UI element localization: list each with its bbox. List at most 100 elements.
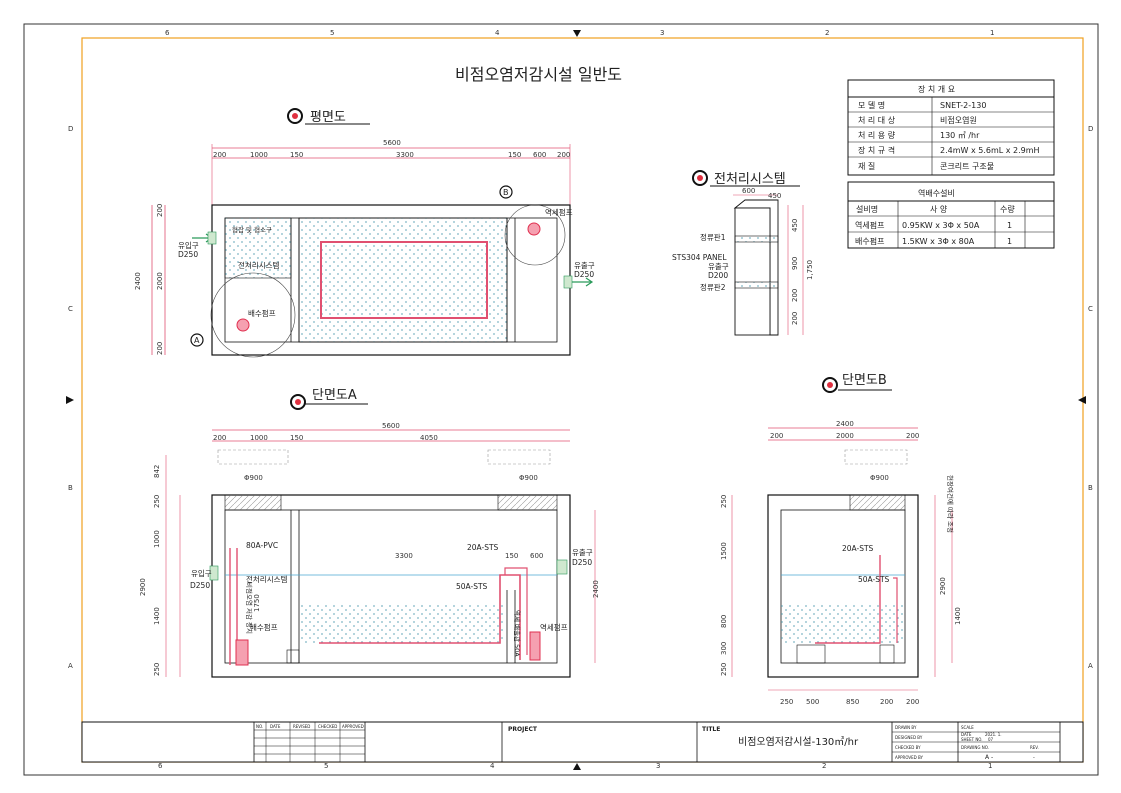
grid-right-2: C [1088,305,1093,313]
label: 20A-STS [467,543,499,552]
center-arrow-left-icon [66,396,74,404]
plan-view: 5600 200 1000 150 3300 150 600 200 2400 … [134,139,595,358]
pump-cell: 배수펌프 [855,236,884,246]
label: Φ900 [870,474,889,482]
label: PROJECT [508,726,538,733]
grid-labels: 6 5 4 3 2 1 6 5 4 3 2 1 D C B A D C B A [66,29,1093,770]
label: 07 [988,737,994,742]
label: 정류판1 [700,232,726,242]
label: 5600 [383,139,401,147]
label: 300 [720,642,728,655]
label: DESIGNED BY [895,735,923,740]
label: 150 [508,151,521,159]
label: APPROVED BY [895,755,924,760]
pump-header: 설비명 [856,204,878,214]
label: DATE [270,724,281,729]
label: 250 [780,698,793,706]
label: STS304 PANEL [672,253,727,262]
label: 2900 [139,578,147,596]
center-arrow-bottom-icon [573,763,581,770]
view-title-secA: 단면도A [290,388,368,410]
label: 유출구 [574,260,595,270]
grid-bottom-5: 2 [822,762,826,770]
spec-table: 장 치 개 요 모 델 명 SNET-2-130 처 리 대 상 비점오염원 처… [847,79,1055,176]
label: 150 [290,151,303,159]
drawing-title-block: 비점오염저감시설-130㎥/hr [738,735,859,748]
grid-top-5: 2 [825,29,829,37]
grid-bottom-1: 6 [158,762,163,770]
label: 600 [530,552,543,560]
label: 800 [720,615,728,628]
label: 협잡 및 협소구 [232,225,272,234]
back-pump-icon [529,631,541,661]
pump-cell: 1 [1007,237,1012,246]
label: 200 [213,151,226,159]
label: NO. [256,724,263,729]
section-target-icon [692,170,708,186]
label: D250 [572,558,592,567]
label: 1000 [153,530,161,548]
label: 250 [153,495,161,508]
label: SCALE [961,725,974,730]
label: 200 [156,204,164,217]
spec-value: 비점오염원 [940,115,977,125]
label: 200 [156,342,164,355]
pre-treatment-view: 600 450 450 900 200 200 1,750 정류판1 STS30… [672,187,814,336]
label: 2400 [592,580,600,598]
pump-cell: 1 [1007,221,1012,230]
spec-key: 장 치 규 격 [858,145,895,155]
label: D250 [190,581,210,590]
label: 2400 [134,272,142,290]
spec-value: 2.4mW x 5.6mL x 2.9mH [940,146,1040,155]
center-arrow-right-icon [1078,396,1086,404]
center-arrow-top-icon [573,30,581,37]
label: 1750 [253,594,261,612]
label: 600 [742,187,755,195]
label: 850 [846,698,859,706]
label: TITLE [702,726,720,733]
spec-value: 130 ㎥ /hr [940,131,980,140]
label: 2900 [939,577,947,595]
label: 배수펌프 [248,308,276,318]
pump-table: 역배수설비 설비명 사 양 수량 역세펌프 0.95KW x 3Φ x 50A … [847,181,1055,249]
section-b-view: 2400 200 2000 200 Φ900 250 1500 800 300 … [720,420,962,706]
back-pump-icon [527,222,541,236]
label: APPROVED [342,724,364,729]
grid-top-4: 3 [660,29,664,37]
view-title-secB: 단면도B [822,373,892,393]
grid-bottom-6: 1 [988,762,992,770]
drain-pump-icon [235,639,249,666]
grid-top-3: 4 [495,29,500,37]
label: 2000 [156,272,164,290]
label: 비점오염 저감 장치 [245,582,254,634]
label: 450 [768,192,781,200]
label: 1000 [250,151,268,159]
label: 역세 배출관 50A [513,610,522,657]
label: Φ900 [244,474,263,482]
label: 200 [791,289,799,302]
label: B [503,188,509,197]
label: SHEET NO. [961,737,983,742]
label: 3300 [396,151,414,159]
marker-b-icon [499,185,513,199]
grid-left-3: B [68,484,73,492]
label: 평면도 [310,110,346,125]
grid-left-2: C [68,305,73,313]
grid-right-1: D [1088,125,1093,133]
spec-value: 콘크리트 구조물 [940,162,994,171]
section-target-icon [290,394,306,410]
grid-bottom-4: 3 [656,762,660,770]
label: 80A-PVC [246,541,278,550]
label: 유입구 [191,569,212,578]
label: 200 [906,698,919,706]
view-title-plan: 평면도 [287,108,370,125]
label: 단면도B [842,373,887,388]
marker-a-icon [190,333,204,347]
label: 200 [906,432,919,440]
section-target-icon [822,377,838,393]
pump-title: 역배수설비 [918,188,955,198]
spec-value: SNET-2-130 [940,101,986,110]
spec-key: 처 리 대 상 [858,115,896,125]
label: 전처리시스템 [246,574,287,584]
grid-top-1: 6 [165,29,170,37]
